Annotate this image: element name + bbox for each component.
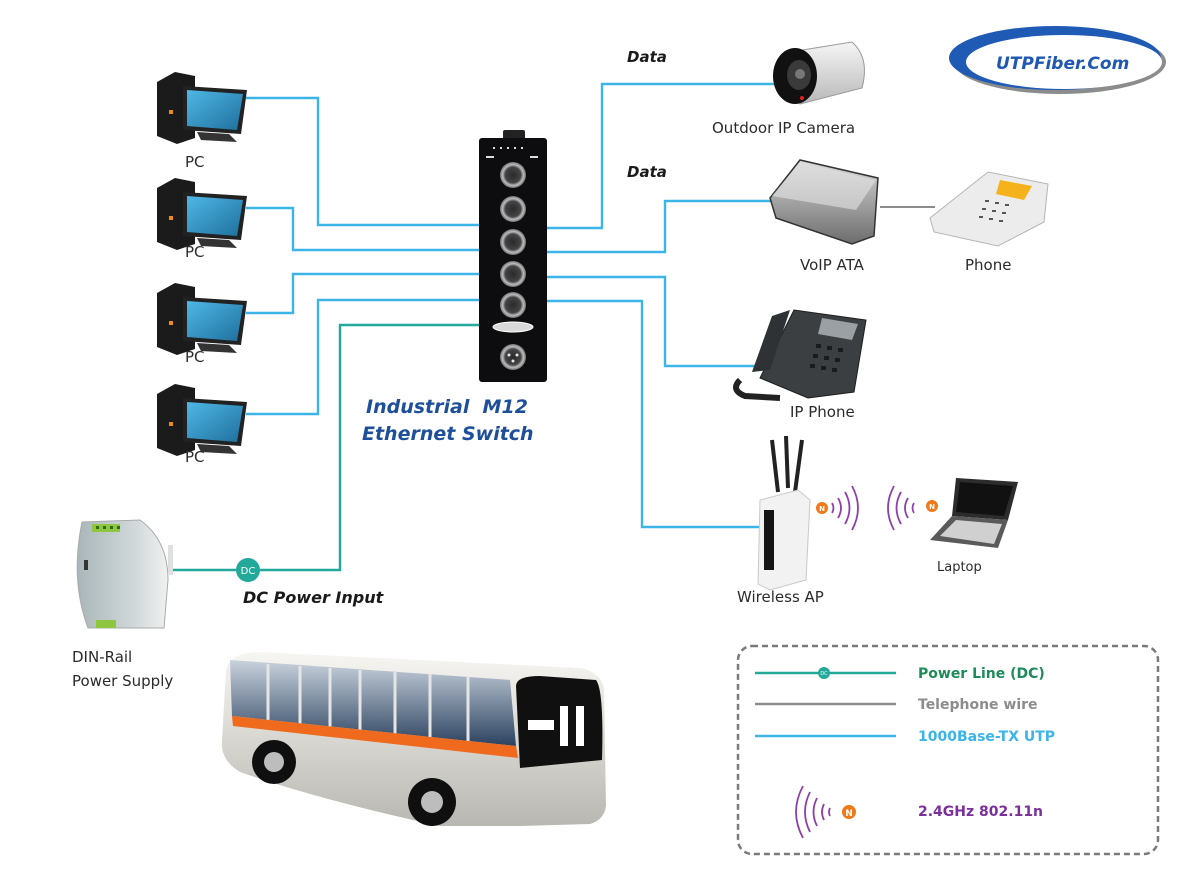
legend-item-utp: 1000Base-TX UTP	[755, 729, 1055, 745]
wireless-ap: Wireless AP	[737, 435, 824, 606]
m12-port-5	[500, 162, 526, 188]
wireless-ap-icon	[757, 435, 811, 591]
dc-badge: DC	[236, 558, 260, 582]
utpfiber-logo: UTPFiber.Com	[949, 26, 1166, 94]
legend-label-utp: 1000Base-TX UTP	[918, 729, 1055, 745]
pc-group: PC PC PC	[157, 72, 247, 466]
legend-item-wireless: N 2.4GHz 802.11n	[795, 785, 1043, 839]
utp-links-left	[246, 96, 482, 416]
wireless-signal-laptop: N	[887, 485, 938, 531]
pc-icon	[157, 178, 247, 250]
dc-power-input-label: DC Power Input	[243, 588, 385, 607]
switch-body	[479, 138, 547, 382]
pc-3: PC	[157, 283, 247, 366]
bus-illustration	[221, 652, 606, 826]
laptop-icon	[930, 478, 1018, 548]
ip-phone: IP Phone	[733, 309, 867, 421]
logo-text: UTPFiber.Com	[996, 54, 1129, 74]
utp-link-pc3	[246, 272, 482, 315]
phone-icon	[929, 171, 1049, 247]
power-supply-label-line2: Power Supply	[72, 672, 173, 690]
wireless-signal-ap: N	[816, 485, 859, 531]
utp-link-pc2	[246, 206, 482, 252]
power-supply-icon	[76, 519, 173, 629]
utp-link-wireless-ap	[546, 299, 770, 529]
legend-item-power: DC Power Line (DC)	[755, 666, 1045, 682]
m12-switch	[479, 130, 547, 382]
wireless-badge-laptop: N	[929, 503, 935, 511]
legend-border	[736, 644, 1160, 856]
pc-label: PC	[185, 348, 205, 366]
phone-label: Phone	[965, 256, 1011, 274]
voip-data-label: Data	[627, 163, 667, 181]
legend-label-wireless: 2.4GHz 802.11n	[918, 804, 1043, 820]
legend: DC Power Line (DC) Telephone wire 1000Ba…	[736, 644, 1160, 856]
pc-label: PC	[185, 448, 205, 466]
wireless-ap-label: Wireless AP	[737, 588, 824, 606]
utp-link-camera	[546, 82, 775, 230]
bus-wheel-rear	[252, 740, 296, 784]
camera-icon	[773, 41, 865, 105]
utp-link-ip-phone	[546, 275, 760, 368]
m12-port-1	[500, 292, 526, 318]
switch-title-line1: Industrial M12	[366, 396, 528, 418]
legend-label-power: Power Line (DC)	[918, 666, 1045, 682]
legend-label-telephone: Telephone wire	[918, 697, 1038, 713]
pc-icon	[157, 72, 247, 144]
legend-item-telephone: Telephone wire	[755, 697, 1038, 713]
utp-links-right	[546, 82, 775, 529]
m12-port-2	[500, 261, 526, 287]
wifi-waves-incoming-icon	[887, 485, 915, 531]
utp-link-pc4	[246, 298, 482, 416]
pc-icon	[157, 384, 247, 456]
laptop-label: Laptop	[937, 560, 982, 575]
laptop: Laptop	[930, 478, 1018, 575]
din-rail-power-supply: DIN-Rail Power Supply	[72, 519, 173, 690]
voip-ata: VoIP ATA	[769, 159, 879, 274]
wireless-badge-ap: N	[819, 505, 825, 513]
ip-phone-icon	[733, 309, 867, 401]
pc-label: PC	[185, 153, 205, 171]
legend-swatch-power-badge: DC	[820, 671, 828, 677]
pc-1: PC	[157, 72, 247, 171]
power-supply-label-line1: DIN-Rail	[72, 648, 132, 666]
legend-wifi-icon	[795, 785, 831, 839]
pc-2: PC	[157, 178, 247, 261]
voip-ata-icon	[769, 159, 879, 245]
switch-brand-badge	[492, 321, 534, 333]
utp-link-pc1	[246, 96, 482, 227]
pc-label: PC	[185, 243, 205, 261]
voip-ata-label: VoIP ATA	[800, 256, 865, 274]
switch-title-line2: Ethernet Switch	[362, 423, 534, 445]
wifi-waves-outgoing-icon	[831, 485, 859, 531]
pc-icon	[157, 283, 247, 355]
utp-link-voip-ata	[546, 199, 775, 254]
legend-wireless-badge: N	[845, 809, 853, 819]
power-port	[500, 344, 526, 370]
outdoor-ip-camera: Outdoor IP Camera	[712, 41, 865, 137]
switch-ports	[500, 162, 526, 318]
m12-port-3	[500, 229, 526, 255]
analog-phone: Phone	[929, 171, 1049, 274]
camera-data-label: Data	[627, 48, 667, 66]
camera-label: Outdoor IP Camera	[712, 119, 855, 137]
m12-port-4	[500, 196, 526, 222]
ip-phone-label: IP Phone	[790, 403, 855, 421]
bus-wheel-front	[408, 778, 456, 826]
dc-badge-text: DC	[241, 566, 256, 577]
pc-4: PC	[157, 384, 247, 466]
